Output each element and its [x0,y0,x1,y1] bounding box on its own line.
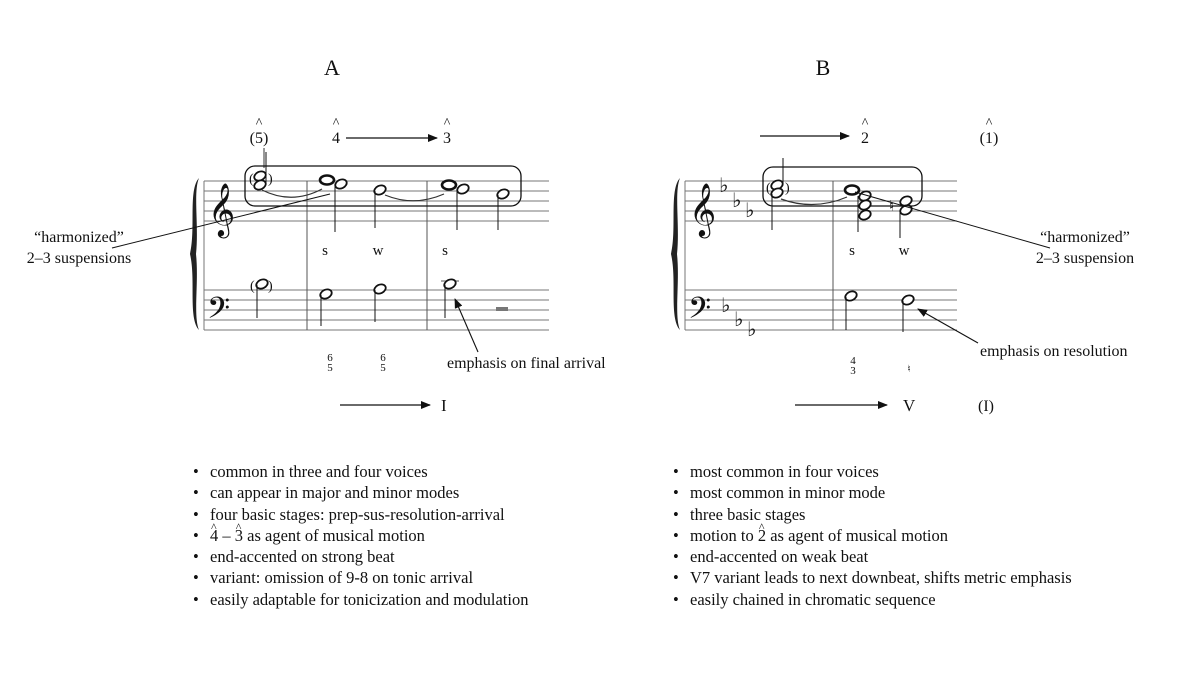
figure-a-2-top: 6 [380,352,386,364]
caret-b-2: ^ [986,116,993,131]
paren-a-3: ( [250,279,255,294]
treble-clef-a: 𝄞 [208,183,235,238]
flat-b-5: ♭ [734,309,743,331]
list-item: most common in minor mode [673,482,1072,504]
paren-a-2: ) [268,172,273,187]
flat-b-2: ♭ [732,190,741,212]
caret-b-1: ^ [862,116,869,131]
figure-b-1-top: 4 [850,355,856,367]
flat-b-1: ♭ [719,175,728,197]
annotation-b-harmonized: “harmonized” [1040,229,1130,246]
bullet-b-4-rest: as agent of musical motion [766,525,949,545]
figure-a-1-top: 6 [327,352,333,364]
bass-notes-b [844,290,915,332]
panel-b-label: B [816,55,831,80]
hat-a-4: ^ [211,519,217,534]
list-item: can appear in major and minor modes [193,482,528,504]
brace-a [190,178,199,330]
caret-a-1: ^ [256,116,263,131]
scale-degree-a-5: (5) [250,130,269,147]
paren-a-1: ( [249,172,254,187]
list-item: motion to ^2 as agent of musical motion [673,520,1072,547]
leader-b-harmonized [854,191,1051,249]
bullet-list-b: most common in four voices most common i… [673,461,1072,610]
list-item: four basic stages: prep-sus-resolution-a… [193,504,528,526]
roman-a: I [441,396,447,415]
annotation-a-final-arrival: emphasis on final arrival [447,355,606,372]
flat-b-3: ♭ [745,200,754,222]
list-item: end-accented on weak beat [673,546,1072,568]
bass-clef-b: 𝄢 [688,292,711,332]
bullet-b-2-num: 2 [757,525,767,545]
flat-b-6: ♭ [747,319,756,341]
caret-a-2: ^ [333,116,340,131]
beat-label-b-1: s [849,243,855,259]
bullet-a-4-sep: – [218,525,235,545]
annotation-a-suspensions: 2–3 suspensions [27,250,131,267]
bullet-list-a: common in three and four voices can appe… [193,461,528,610]
list-item: variant: omission of 9-8 on tonic arriva… [193,567,528,589]
figure-b-1-bottom: 3 [850,365,856,377]
bass-notes-a: ( ) [250,278,508,326]
scale-degree-b-2: 2 [861,130,869,147]
list-item: easily adaptable for tonicization and mo… [193,589,528,611]
beat-label-b-2: w [899,243,910,259]
panel-a-label: A [324,55,340,80]
paren-a-4: ) [268,279,273,294]
roman-b-i: (I) [978,398,994,415]
suspension-box-a [244,165,522,207]
scale-degree-a-3: 3 [443,130,451,147]
figure-a-1-bottom: 5 [327,362,333,374]
rest-a [496,307,508,311]
arrow-a-final-arrival [454,298,479,353]
list-item: V7 variant leads to next downbeat, shift… [673,567,1072,589]
list-item: three basic stages [673,504,1072,526]
bass-clef-a: 𝄢 [207,292,230,332]
caret-a-3: ^ [444,116,451,131]
list-item: most common in four voices [673,461,1072,483]
brace-b [671,178,680,330]
bullet-a-4-rest: as agent of musical motion [243,525,425,545]
annotation-a-harmonized: “harmonized” [34,229,124,246]
flat-b-4: ♭ [721,295,730,317]
list-item: ^4 – ^3 as agent of musical motion [193,520,528,547]
beat-label-a-2: w [373,243,384,259]
list-item: easily chained in chromatic sequence [673,589,1072,611]
scale-degree-a-4: 4 [332,130,340,147]
treble-notes-a: ( ) [249,152,510,232]
scale-degree-b-1: (1) [980,130,999,147]
paren-b-1: ( [766,181,771,196]
figure-a-2-bottom: 5 [380,362,386,374]
tie-b-1 [780,196,848,206]
beat-label-a-3: s [442,243,448,259]
figure-b-2: ♮ [907,364,911,375]
roman-b-v: V [903,396,916,415]
bullet-b-4-pre: motion to [690,525,758,545]
bullet-a-3-num: 3 [234,525,243,545]
hat-b-2: ^ [758,519,765,534]
treble-clef-b: 𝄞 [689,183,716,238]
natural-b-treble: ♮ [889,199,894,215]
list-item: common in three and four voices [193,461,528,483]
leader-a-harmonized [111,193,331,249]
tie-a-1 [261,188,323,198]
bullet-a-4-num: 4 [210,525,219,545]
annotation-b-suspension: 2–3 suspension [1036,250,1134,267]
hat-a-3: ^ [235,519,242,534]
suspension-box-b [762,166,923,207]
tie-a-2 [384,193,445,202]
arrow-b-resolution [917,308,979,344]
beat-label-a-1: s [322,243,328,259]
paren-b-2: ) [785,181,790,196]
treble-notes-b: ( ) ♮ [766,158,913,238]
list-item: end-accented on strong beat [193,546,528,568]
annotation-b-resolution: emphasis on resolution [980,343,1128,360]
